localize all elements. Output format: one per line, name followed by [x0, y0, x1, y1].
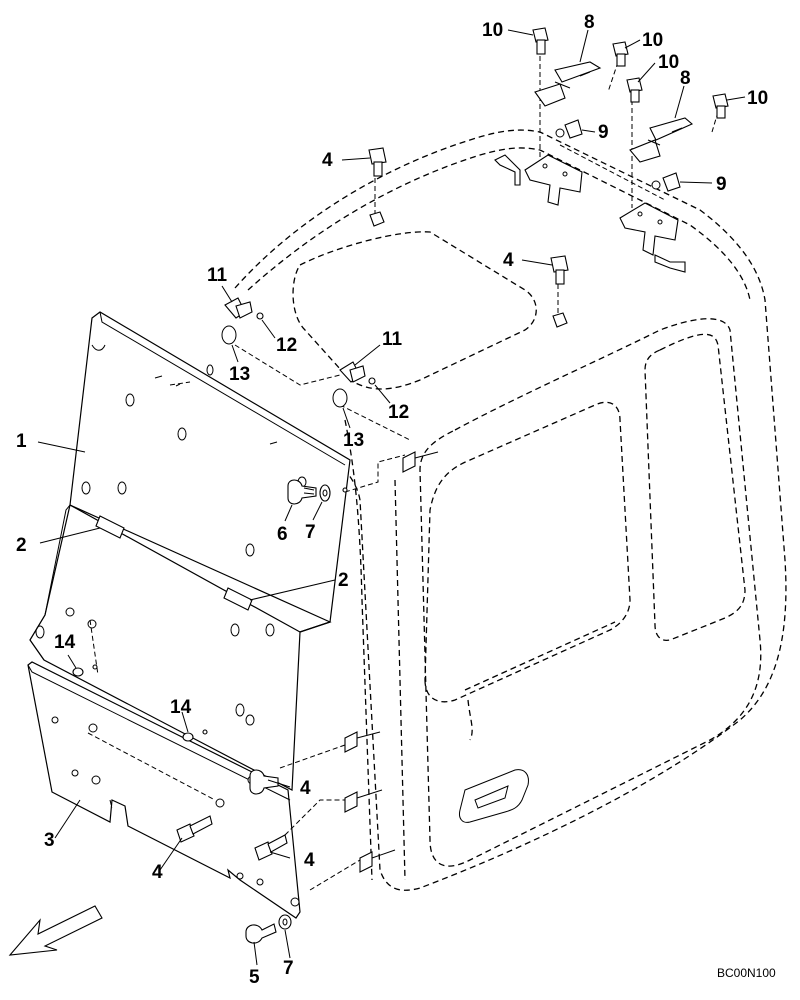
- lower-guard-plate: [27, 661, 301, 919]
- callout-7: 7: [305, 522, 316, 543]
- callout-4: 4: [152, 862, 163, 883]
- callout-12: 12: [388, 402, 409, 423]
- callout-13: 13: [229, 364, 250, 385]
- callout-10: 10: [658, 52, 679, 73]
- callout-9: 9: [598, 122, 609, 143]
- pillar-brackets: [344, 451, 439, 873]
- upper-mount-parts: [221, 297, 376, 408]
- callout-14: 14: [170, 697, 192, 718]
- studs-14: [72, 664, 208, 742]
- lower-fasteners: [176, 769, 292, 944]
- callout-6: 6: [277, 524, 288, 545]
- roof-bracket-assemblies: [369, 61, 694, 328]
- leader-lines: [37, 29, 746, 966]
- callout-10: 10: [642, 30, 663, 51]
- callout-4: 4: [503, 250, 514, 271]
- callout-1: 1: [16, 431, 27, 452]
- drawing-code: BC00N100: [717, 966, 776, 980]
- callout-12: 12: [276, 335, 297, 356]
- callout-10: 10: [747, 88, 768, 109]
- callout-2: 2: [338, 570, 349, 591]
- callout-14: 14: [54, 632, 76, 653]
- front-direction-arrow-icon: [8, 905, 103, 956]
- callout-13: 13: [343, 430, 364, 451]
- callout-11: 11: [207, 265, 228, 286]
- callout-4: 4: [304, 850, 315, 871]
- middle-guard-panel: [29, 504, 332, 791]
- cab-outline: [234, 129, 787, 891]
- callout-3: 3: [44, 830, 55, 851]
- callout-9: 9: [716, 174, 727, 195]
- assembly-lines: [87, 56, 719, 891]
- pin-and-washer: [287, 479, 348, 505]
- roof-bolts: [368, 147, 569, 285]
- callout-8: 8: [584, 12, 595, 33]
- callout-8: 8: [680, 68, 691, 89]
- callout-2: 2: [16, 535, 27, 556]
- callout-labels: 1 2 2 3 4 4 4 4 4 5 6 7 7 8 8 9 9 10 10 …: [16, 12, 768, 988]
- callout-4: 4: [300, 778, 311, 799]
- upper-guard-panel: [35, 311, 351, 726]
- callout-10: 10: [482, 20, 503, 41]
- callout-5: 5: [249, 967, 260, 988]
- callout-4: 4: [322, 150, 333, 171]
- callout-7: 7: [283, 958, 294, 979]
- callout-11: 11: [382, 329, 403, 350]
- top-bolts: [532, 27, 729, 119]
